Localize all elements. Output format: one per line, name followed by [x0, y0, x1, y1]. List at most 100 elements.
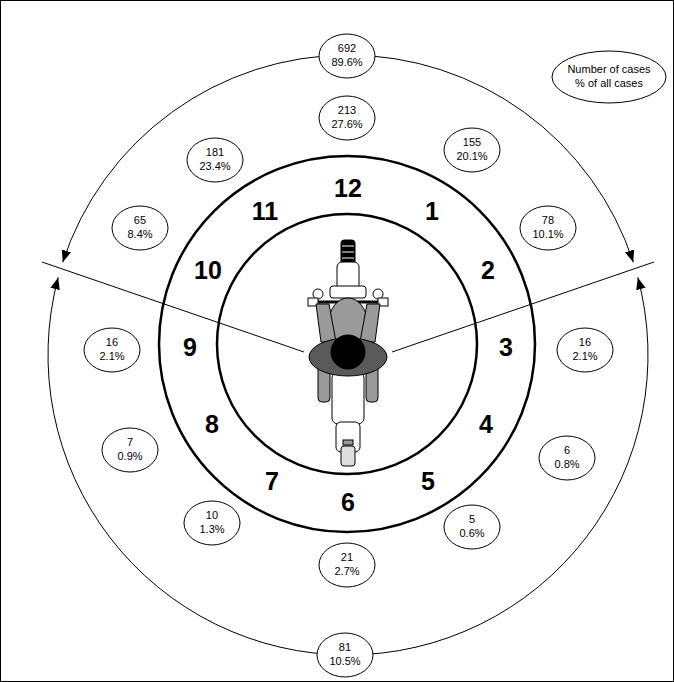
clock-ring-outer [159, 156, 535, 532]
motorcycle-figure [308, 240, 388, 466]
case-count: 692 [331, 42, 362, 56]
clock-number: 3 [499, 335, 513, 360]
count-ellipse: 60.8% [538, 435, 596, 481]
case-percent: 0.8% [554, 458, 579, 472]
count-ellipse: 7810.1% [519, 205, 577, 251]
ellipse-shape [187, 138, 243, 182]
ellipse-text-group: 60.8% [554, 444, 579, 472]
ellipse-text-group: 18123.4% [199, 146, 230, 174]
ellipse-text-group: Number of cases% of all cases [567, 63, 650, 91]
count-ellipse: 18123.4% [186, 137, 244, 183]
case-percent: 20.1% [456, 150, 487, 164]
ellipse-shape [520, 206, 576, 250]
clock-number: 6 [341, 490, 355, 515]
ellipse-text-group: 15520.1% [456, 136, 487, 164]
legend-text: Number of cases [567, 63, 650, 77]
case-percent: 2.1% [572, 350, 597, 364]
case-percent: 89.6% [331, 56, 362, 70]
count-ellipse: 69289.6% [318, 33, 376, 79]
case-count: 10 [199, 509, 224, 523]
headlight [330, 286, 366, 298]
ellipse-shape [539, 436, 595, 480]
count-ellipse: 162.1% [556, 327, 614, 373]
ellipse-shape [184, 501, 240, 545]
case-count: 65 [127, 214, 152, 228]
clock-number: 9 [183, 335, 197, 360]
rider-head [331, 335, 365, 369]
front-range-arc [63, 55, 634, 262]
case-percent: 2.1% [99, 350, 124, 364]
case-percent: 27.6% [331, 118, 362, 132]
ellipse-shape [319, 543, 375, 587]
count-ellipse: 15520.1% [443, 127, 501, 173]
clock-number: 10 [194, 258, 222, 283]
ellipse-shape [112, 206, 168, 250]
ellipse-text-group: 70.9% [117, 436, 142, 464]
ellipse-shape [444, 505, 500, 549]
seat [332, 372, 364, 424]
count-ellipse: 212.7% [318, 542, 376, 588]
count-ellipse: 70.9% [101, 427, 159, 473]
case-percent: 23.4% [199, 160, 230, 174]
ellipse-text-group: 162.1% [572, 336, 597, 364]
ellipse-shape [84, 328, 140, 372]
case-count: 5 [459, 513, 484, 527]
rear-range-arc [48, 277, 648, 655]
clock-number: 1 [425, 199, 439, 224]
clock-number: 11 [252, 199, 278, 224]
ellipse-shape [102, 428, 158, 472]
clock-number: 12 [334, 176, 362, 201]
ellipse-text-group: 8110.5% [329, 641, 360, 669]
case-percent: 0.9% [117, 450, 142, 464]
clock-number: 8 [205, 412, 219, 437]
ellipse-text-group: 658.4% [127, 214, 152, 242]
rider-arm [316, 304, 336, 342]
legend-ellipse: Number of cases% of all cases [551, 50, 667, 104]
case-count: 21 [334, 551, 359, 565]
case-count: 181 [199, 146, 230, 160]
ellipse-text-group: 212.7% [334, 551, 359, 579]
ellipse-shape [319, 34, 375, 78]
count-ellipse: 21327.6% [318, 95, 376, 141]
case-percent: 0.6% [459, 527, 484, 541]
count-ellipse: 8110.5% [316, 632, 374, 678]
ellipse-text-group: 7810.1% [532, 214, 563, 242]
case-percent: 10.1% [532, 228, 563, 242]
ellipse-text-group: 69289.6% [331, 42, 362, 70]
tread [342, 258, 354, 259]
ellipse-text-group: 162.1% [99, 336, 124, 364]
case-count: 7 [117, 436, 142, 450]
ellipse-shape [444, 128, 500, 172]
count-ellipse: 162.1% [83, 327, 141, 373]
ellipse-text-group: 101.3% [199, 509, 224, 537]
case-percent: 10.5% [329, 655, 360, 669]
ellipse-shape [317, 633, 373, 677]
ellipse-shape [557, 328, 613, 372]
case-count: 6 [554, 444, 579, 458]
tread [342, 246, 354, 247]
tread [342, 252, 354, 253]
case-count: 16 [99, 336, 124, 350]
clock-number: 4 [479, 412, 493, 437]
case-count: 16 [572, 336, 597, 350]
case-count: 213 [331, 104, 362, 118]
clock-ring-inner [217, 214, 477, 474]
case-count: 78 [532, 214, 563, 228]
tail-light [343, 440, 353, 445]
clock-number: 2 [481, 258, 495, 283]
ellipse-shape [552, 51, 666, 103]
count-ellipse: 50.6% [443, 504, 501, 550]
rider-arm [360, 304, 380, 342]
ellipse-shape [319, 96, 375, 140]
count-ellipse: 101.3% [183, 500, 241, 546]
case-percent: 2.7% [334, 565, 359, 579]
case-count: 81 [329, 641, 360, 655]
legend-text: % of all cases [567, 77, 650, 91]
ellipse-text-group: 21327.6% [331, 104, 362, 132]
case-percent: 8.4% [127, 228, 152, 242]
ellipse-text-group: 50.6% [459, 513, 484, 541]
count-ellipse: 658.4% [111, 205, 169, 251]
case-percent: 1.3% [199, 523, 224, 537]
